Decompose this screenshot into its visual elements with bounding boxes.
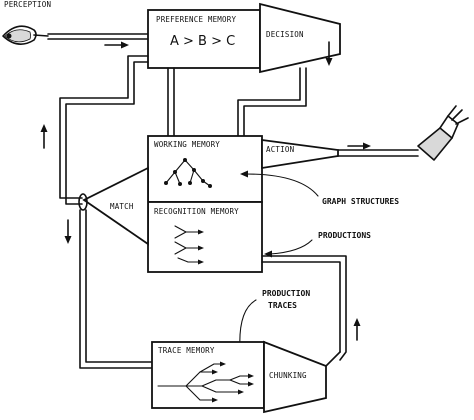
- production-trace-tree-icon: [157, 361, 254, 403]
- recognition-memory-label: RECOGNITION MEMORY: [154, 207, 239, 216]
- down-arrow-icon: [64, 219, 72, 244]
- working-memory-box: WORKING MEMORY: [147, 135, 263, 203]
- right-arrow-icon: [347, 142, 371, 150]
- eye-icon: [2, 25, 49, 45]
- productions-icon: [174, 225, 204, 265]
- decision-funnel: DECISION: [259, 2, 341, 74]
- chunking-funnel: CHUNKING: [263, 340, 327, 414]
- decision-label: DECISION: [266, 30, 304, 39]
- graph-structure-icon: [164, 158, 212, 188]
- left-loop-channel: [59, 55, 149, 205]
- preference-memory-box: PREFERENCE MEMORY A > B > C: [147, 9, 261, 69]
- working-memory-label: WORKING MEMORY: [154, 140, 220, 149]
- chunking-channel: [261, 255, 347, 361]
- action-label: ACTION: [266, 145, 294, 154]
- match-funnel: MATCH: [82, 166, 149, 246]
- up-arrow-icon: [353, 318, 361, 341]
- preference-memory-label: PREFERENCE MEMORY: [156, 15, 236, 24]
- perception-channel: [47, 33, 149, 40]
- productions-label: PRODUCTIONS: [318, 231, 371, 240]
- recognition-memory-box: RECOGNITION MEMORY: [147, 201, 263, 273]
- up-arrow-icon: [40, 124, 48, 149]
- trace-memory-label: TRACE MEMORY: [158, 346, 215, 355]
- productions-annotation: PRODUCTIONS: [264, 231, 371, 258]
- chunking-return-channel: [325, 351, 341, 367]
- match-label: MATCH: [110, 202, 134, 211]
- action-channel: [337, 149, 419, 157]
- chunking-label: CHUNKING: [269, 371, 307, 380]
- effector-icon: [417, 105, 469, 161]
- right-arrow-icon: [104, 41, 129, 49]
- match-node: [78, 193, 88, 211]
- down-arrow-icon: [325, 41, 333, 66]
- preference-order-text: A > B > C: [170, 34, 235, 49]
- graph-structures-label: GRAPH STRUCTURES: [322, 197, 399, 206]
- trace-channel: [79, 209, 153, 369]
- perception-label: PERCEPTION: [4, 0, 51, 9]
- production-traces-label-line2: TRACES: [268, 301, 297, 310]
- production-traces-label-line1: PRODUCTION: [262, 289, 310, 298]
- action-funnel: ACTION: [261, 138, 339, 170]
- trace-memory-box: TRACE MEMORY: [151, 341, 265, 409]
- preference-to-working-channel: [167, 67, 175, 137]
- decision-channel: [237, 67, 307, 137]
- graph-structures-annotation: GRAPH STRUCTURES: [240, 170, 399, 206]
